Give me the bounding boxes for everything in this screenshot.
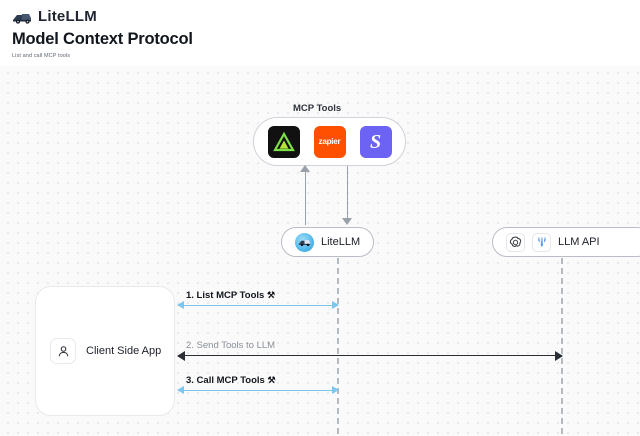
truck-icon (12, 9, 32, 25)
flow-1-arrowhead-left (177, 301, 184, 309)
flow-list-mcp-tools: 1. List MCP Tools ⚒ (177, 290, 339, 309)
node-llm-api-label: LLM API (558, 236, 600, 248)
mcp-tools-title: MCP Tools (293, 103, 342, 114)
flow-2-line (178, 355, 562, 356)
flow-3-arrowhead-right (332, 386, 339, 394)
flow-2-arrowhead-right (555, 351, 563, 361)
mcp-tool-triangle-icon[interactable] (267, 125, 300, 158)
flow-1-arrowhead-right (332, 301, 339, 309)
flow-2-arrowhead-left (177, 351, 185, 361)
node-llm-api[interactable]: LLM API (492, 227, 640, 257)
page-subtitle: List and call MCP tools (12, 53, 71, 59)
mcp-to-litellm-arrowhead (300, 165, 310, 172)
flow-1-label: 1. List MCP Tools ⚒ (186, 290, 275, 301)
diagram-canvas: MCP Tools zapier S (0, 66, 640, 436)
lifeline-llm-api (561, 258, 563, 436)
lifeline-litellm (337, 258, 339, 436)
flow-1-text: 1. List MCP Tools (186, 290, 265, 301)
flow-1-line (178, 305, 338, 306)
node-client-side-app[interactable]: Client Side App (35, 286, 175, 416)
tools-icon: ⚒ (266, 290, 276, 300)
zapier-wordmark: zapier (318, 137, 341, 146)
mcp-tool-zapier-icon[interactable]: zapier (313, 125, 346, 158)
openai-icon (506, 232, 525, 252)
flow-3-label: 3. Call MCP Tools ⚒ (186, 375, 276, 386)
mcp-tool-s-icon[interactable]: S (359, 125, 392, 158)
person-icon (50, 338, 76, 364)
brand-name: LiteLLM (38, 8, 97, 25)
mcp-tools-group: zapier S (253, 117, 406, 166)
brand: LiteLLM (12, 8, 97, 25)
litellm-to-mcp-arrow-line (347, 166, 348, 223)
gemini-icon (532, 232, 551, 252)
page-title: Model Context Protocol (12, 30, 193, 48)
letter-s-glyph: S (369, 130, 382, 153)
mcp-to-litellm-arrow-line (305, 169, 306, 225)
flow-call-mcp-tools: 3. Call MCP Tools ⚒ (177, 375, 339, 394)
flow-3-arrowhead-left (177, 386, 184, 394)
flow-3-text: 3. Call MCP Tools (186, 375, 265, 386)
node-litellm-label: LiteLLM (321, 236, 361, 248)
flow-2-text: 2. Send Tools to LLM (186, 340, 276, 351)
node-client-side-app-label: Client Side App (86, 345, 162, 357)
litellm-to-mcp-arrowhead (342, 218, 352, 225)
tools-icon: ⚒ (267, 375, 276, 385)
flow-2-label: 2. Send Tools to LLM (186, 340, 275, 351)
flow-send-tools-to-llm: 2. Send Tools to LLM (177, 340, 563, 361)
node-litellm[interactable]: LiteLLM (281, 227, 375, 257)
flow-3-line (178, 390, 338, 391)
litellm-avatar-icon (295, 232, 314, 252)
